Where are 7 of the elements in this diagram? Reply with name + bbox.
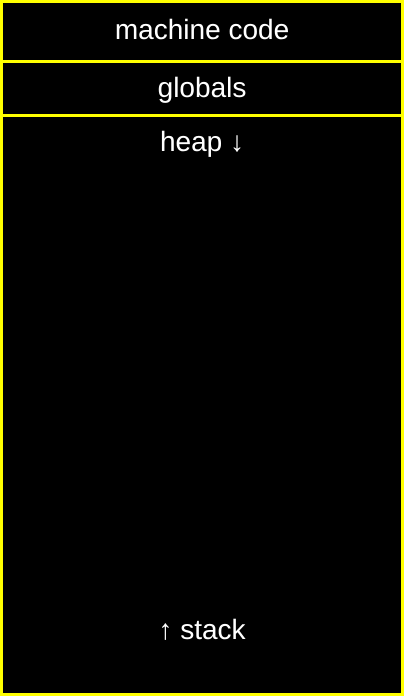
memory-segment	[0, 0, 404, 63]
segment-label: ↑ stack	[157, 613, 247, 647]
memory-segment	[0, 60, 404, 117]
segment-label: globals	[156, 71, 248, 105]
memory-segment	[0, 114, 404, 696]
segment-label: heap ↓	[158, 125, 246, 159]
segment-label: machine code	[114, 13, 290, 47]
